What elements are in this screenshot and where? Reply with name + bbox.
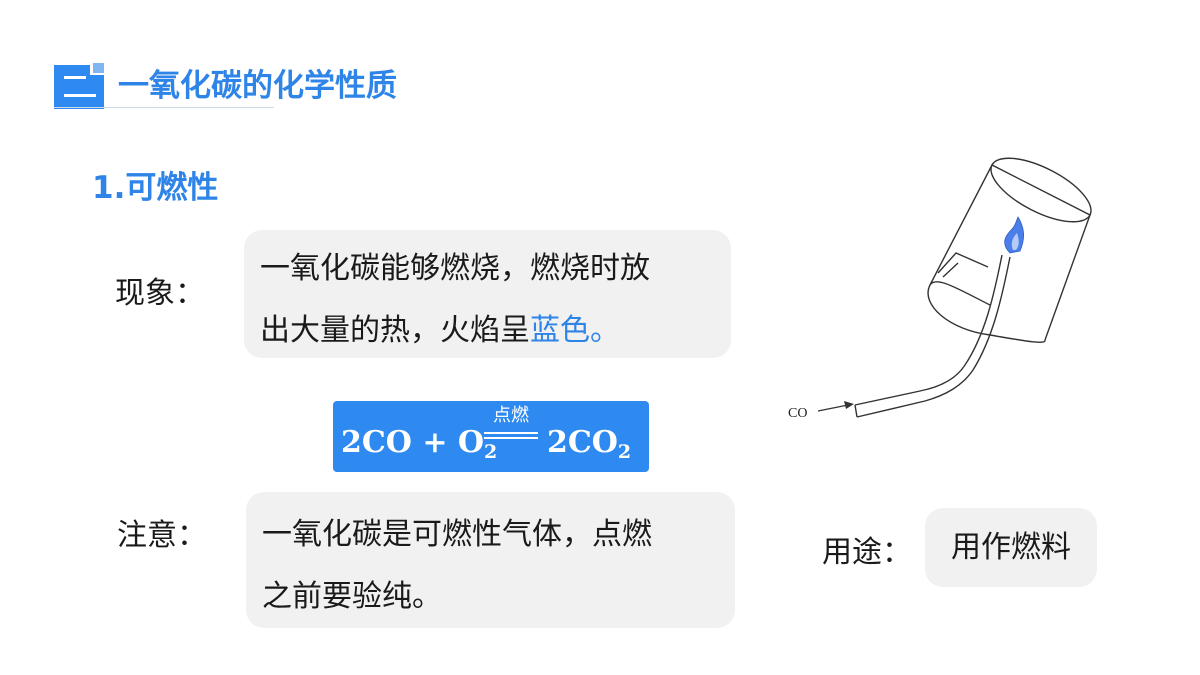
usage-value: 用作燃料 bbox=[951, 530, 1071, 565]
phenomenon-line-2: 出大量的热，火焰呈蓝色。 bbox=[260, 300, 731, 362]
phenomenon-line-1: 一氧化碳能够燃烧，燃烧时放 bbox=[260, 251, 650, 286]
section-title: 1.可燃性 bbox=[92, 170, 219, 206]
phenomenon-label: 现象： bbox=[115, 276, 205, 311]
equation-reactants: 2CO + O2 bbox=[341, 423, 497, 472]
phenomenon-card: 一氧化碳能够燃烧，燃烧时放 出大量的热，火焰呈蓝色。 bbox=[244, 230, 731, 358]
equation-rhs: 2CO bbox=[547, 425, 618, 460]
usage-card: 用作燃料 bbox=[925, 508, 1097, 587]
equation-line-bottom bbox=[484, 437, 538, 439]
equation-lhs-subscript: 2 bbox=[484, 441, 498, 463]
equation-products: 2CO2 bbox=[547, 423, 631, 472]
chemical-equation: 2CO + O2 点燃 2CO2 bbox=[333, 401, 649, 472]
phenomenon-highlight: 蓝色。 bbox=[530, 313, 620, 348]
note-line-1: 一氧化碳是可燃性气体，点燃 bbox=[262, 517, 652, 552]
phenomenon-line-2-text: 出大量的热，火焰呈 bbox=[260, 313, 530, 348]
co-inlet-label: CO bbox=[788, 406, 807, 421]
equation-lhs: 2CO + O bbox=[341, 425, 485, 460]
note-label: 注意： bbox=[117, 518, 207, 553]
equation-line-top bbox=[484, 432, 538, 434]
header-divider bbox=[54, 107, 274, 108]
usage-label: 用途： bbox=[822, 535, 912, 570]
flame-icon bbox=[1004, 216, 1024, 254]
equation-condition: 点燃 bbox=[493, 405, 529, 426]
note-line-2: 之前要验纯。 bbox=[262, 579, 442, 614]
co-combustion-illustration: CO bbox=[788, 157, 1092, 421]
page-title: 一氧化碳的化学性质 bbox=[118, 68, 397, 104]
equation-rhs-subscript: 2 bbox=[617, 441, 632, 463]
section-logo-icon bbox=[54, 61, 106, 109]
note-card: 一氧化碳是可燃性气体，点燃 之前要验纯。 bbox=[246, 492, 735, 628]
